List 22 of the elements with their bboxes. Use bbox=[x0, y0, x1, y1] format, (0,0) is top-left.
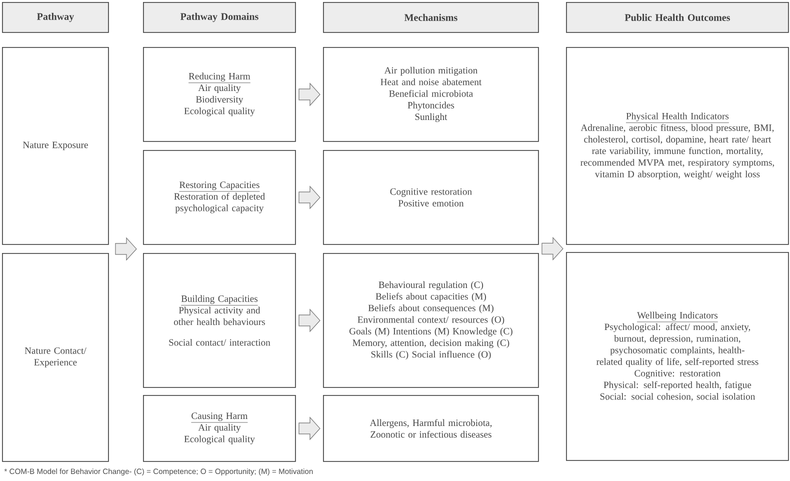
block-arrow bbox=[298, 186, 320, 210]
domain-box: Reducing Harm Air quality Biodiversity Ecological quality bbox=[143, 47, 296, 142]
domain-box: Building Capacities Physical activity and other health behaviours Social contact/ interaction bbox=[143, 253, 296, 388]
outcome-box: Wellbeing Indicators Psychological: affect/ mood, anxiety, burnout, depression, rumination, psychosomatic complaints, health-related quality of life, self-reported stress Cognitive: restoration Physical: self-reported health, fatigue Social: social cohesion, social isolation bbox=[566, 252, 789, 461]
mechanism-box: Air pollution mitigation Heat and noise abatement Beneficial microbiota Phytoncides Sunlight bbox=[323, 47, 539, 142]
domain-box: Restoring Capacities Restoration of depleted psychological capacity bbox=[143, 150, 296, 245]
block-arrow bbox=[298, 416, 320, 440]
column-header: Pathway Domains bbox=[143, 2, 296, 33]
column-header: Public Health Outcomes bbox=[566, 2, 789, 33]
block-arrow bbox=[298, 82, 320, 106]
mechanism-box: Allergens, Harmful microbiota, Zoonotic or infectious diseases bbox=[323, 395, 539, 462]
mechanism-box: Cognitive restoration Positive emotion bbox=[323, 150, 539, 245]
block-arrow bbox=[115, 237, 137, 261]
block-arrow bbox=[298, 308, 320, 332]
pathway-box: Nature Exposure bbox=[2, 47, 109, 245]
pathway-box: Nature Contact/ Experience bbox=[2, 253, 109, 462]
domain-box: Causing Harm Air quality Ecological quality bbox=[143, 395, 296, 462]
column-header: Pathway bbox=[2, 2, 109, 33]
column-header: Mechanisms bbox=[323, 2, 539, 33]
outcome-box: Physical Health Indicators Adrenaline, aerobic fitness, blood pressure, BMI, cholesterol, cortisol, dopamine, heart rate/ heart rate variability, immune function, mortality, recommended MVPA met, respiratory symptoms, vitamin D absorption, weight/ weight loss bbox=[566, 47, 789, 245]
mechanism-box: Behavioural regulation (C) Beliefs about capacities (M) Beliefs about consequences (M) Environmental context/ resources (O) Goals (M) Intentions (M) Knowledge (C) Memory, attention, decision making (C) Skills (C) Social influence (O) bbox=[323, 253, 539, 388]
block-arrow bbox=[542, 236, 564, 260]
